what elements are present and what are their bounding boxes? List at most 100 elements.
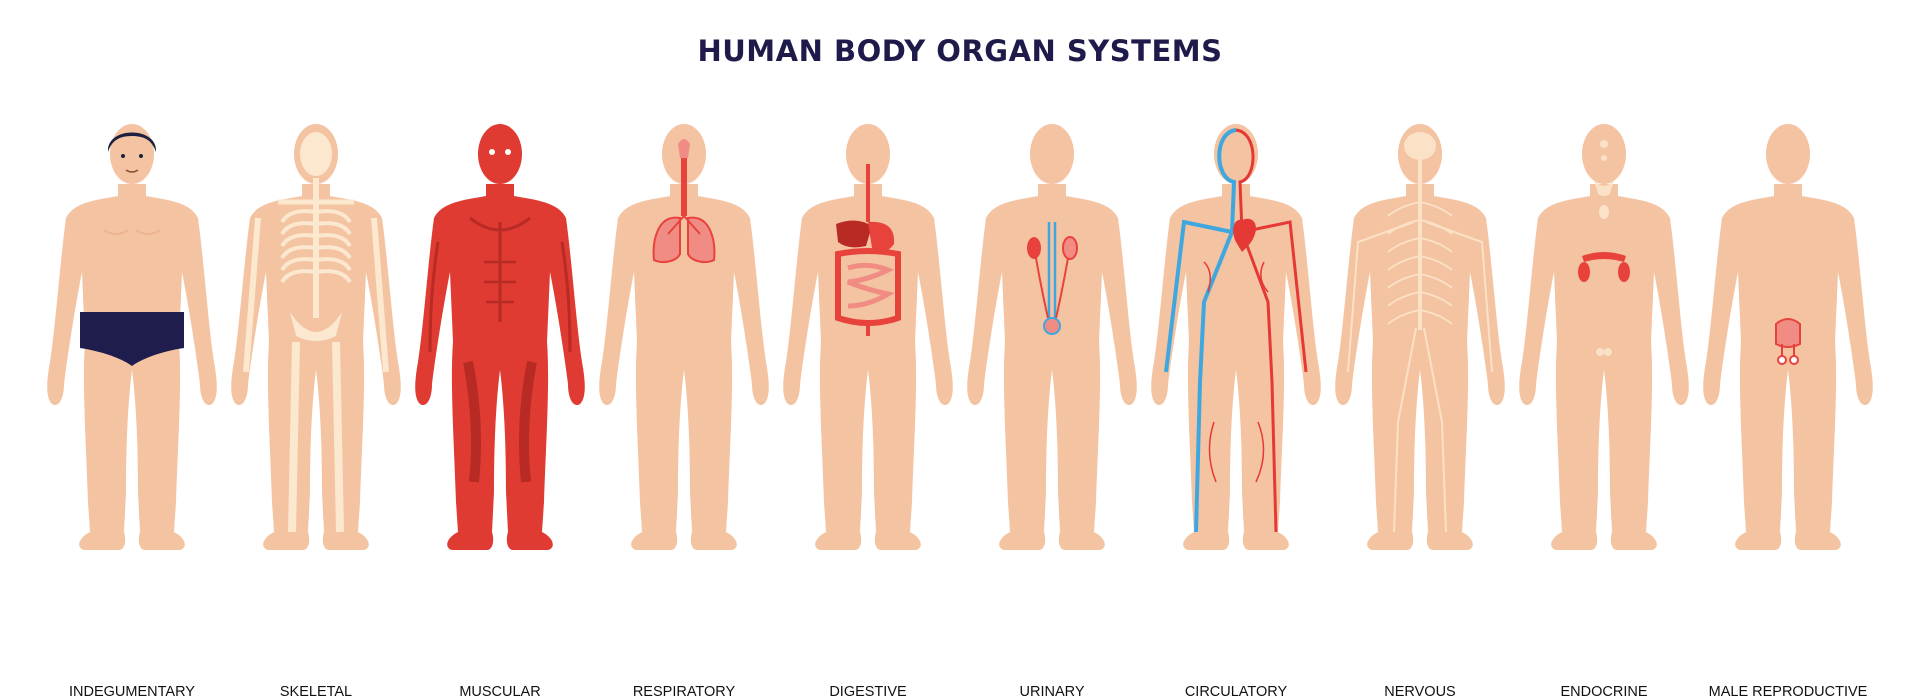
body-figure-nervous: NERVOUS	[1328, 122, 1512, 700]
body-figure-endocrine: ENDOCRINE	[1512, 122, 1696, 700]
head	[846, 124, 890, 184]
body-illustration	[599, 124, 769, 550]
torso-limbs	[1151, 184, 1321, 550]
rib	[280, 245, 352, 260]
pelvis	[290, 312, 342, 341]
system-label: MALE REPRODUCTIVE	[1708, 684, 1868, 700]
body-figure-male-reproductive: MALE REPRODUCTIVE	[1696, 122, 1880, 700]
body-illustration	[1151, 124, 1321, 550]
spinal-nerve	[1387, 237, 1453, 253]
muscles	[428, 149, 572, 483]
arm-muscles	[428, 241, 572, 353]
torso-limbs	[231, 184, 401, 550]
arteries	[1235, 128, 1308, 533]
torso-limbs	[783, 184, 953, 550]
male-reproductive-organs	[1775, 318, 1801, 365]
integumentary-details	[80, 132, 184, 366]
mouth	[125, 169, 139, 173]
body-silhouette	[1151, 124, 1321, 550]
left-adrenal-kidney	[1578, 262, 1590, 282]
body-figure-respiratory: RESPIRATORY	[592, 122, 776, 700]
body-silhouette	[783, 124, 953, 550]
torso-limbs	[415, 184, 585, 550]
skull	[300, 132, 332, 176]
body-figure-circulatory: CIRCULATORY	[1144, 122, 1328, 700]
torso-limbs	[1335, 184, 1505, 550]
left-kidney	[1027, 237, 1041, 259]
rib	[280, 269, 352, 284]
body-illustration	[967, 124, 1137, 550]
spinal-cord	[1418, 160, 1422, 330]
heart	[1233, 218, 1256, 252]
skeleton	[243, 132, 389, 533]
body-silhouette	[1519, 124, 1689, 550]
page-title: HUMAN BODY ORGAN SYSTEMS	[697, 34, 1223, 68]
arm-bones	[243, 217, 389, 373]
bladder-prostate	[1775, 318, 1801, 348]
rib	[280, 233, 352, 248]
brain	[1404, 132, 1436, 160]
hair	[107, 132, 157, 152]
head	[110, 124, 154, 184]
spinal-nerve	[1387, 309, 1453, 325]
abdominal-lines	[484, 260, 516, 304]
pineal-gland	[1600, 140, 1608, 148]
bronchi	[667, 215, 701, 235]
small-intestine	[847, 262, 895, 309]
leg-bones	[288, 341, 344, 533]
body-illustration	[1519, 124, 1689, 550]
torso-limbs	[967, 184, 1137, 550]
rib	[280, 257, 352, 272]
left-testis	[1777, 355, 1787, 365]
bladder	[1043, 317, 1061, 335]
right-adrenal-kidney	[1618, 262, 1630, 282]
spinal-nerve	[1387, 291, 1453, 307]
torso-limbs	[599, 184, 769, 550]
respiratory-organs	[652, 139, 716, 263]
rib	[280, 209, 352, 224]
body-illustration	[1703, 124, 1873, 550]
thyroid-gland	[1594, 180, 1614, 196]
body-figure-digestive: DIGESTIVE	[776, 122, 960, 700]
chest-lines	[103, 229, 161, 235]
thigh-muscles	[463, 361, 537, 483]
head	[1030, 124, 1074, 184]
body-silhouette	[1703, 124, 1873, 550]
briefs	[80, 312, 184, 366]
head	[478, 124, 522, 184]
body-figure-muscular: MUSCULAR	[408, 122, 592, 700]
urinary-organs	[1027, 222, 1078, 335]
body-illustration	[1335, 124, 1505, 550]
body-silhouette	[967, 124, 1137, 550]
body-figure-urinary: URINARY	[960, 122, 1144, 700]
stomach	[868, 221, 895, 252]
right-kidney	[1062, 236, 1078, 260]
spinal-nerve	[1387, 273, 1453, 289]
body-figure-indegumentary: INDEGUMENTARY	[40, 122, 224, 700]
ureters	[1035, 257, 1069, 319]
body-silhouette	[415, 124, 585, 550]
large-intestine	[835, 248, 901, 326]
body-silhouette	[47, 124, 217, 550]
trachea	[681, 158, 687, 216]
liver	[836, 220, 872, 248]
body-figure-skeletal: SKELETAL	[224, 122, 408, 700]
circulatory-system	[1164, 128, 1308, 533]
pancreas	[1582, 252, 1626, 262]
body-illustration	[415, 124, 585, 550]
body-illustration	[231, 124, 401, 550]
peripheral-nerves	[1347, 221, 1493, 533]
right-testis	[1789, 355, 1799, 365]
left-eye	[489, 149, 495, 155]
head	[1766, 124, 1810, 184]
body-illustration	[783, 124, 953, 550]
left-eye	[121, 154, 125, 158]
spinal-nerve	[1387, 255, 1453, 271]
torso-limbs	[1519, 184, 1689, 550]
nasal-cavity	[678, 139, 690, 158]
right-eye	[139, 154, 143, 158]
left-gonad	[1596, 348, 1604, 356]
thymus	[1599, 205, 1609, 219]
